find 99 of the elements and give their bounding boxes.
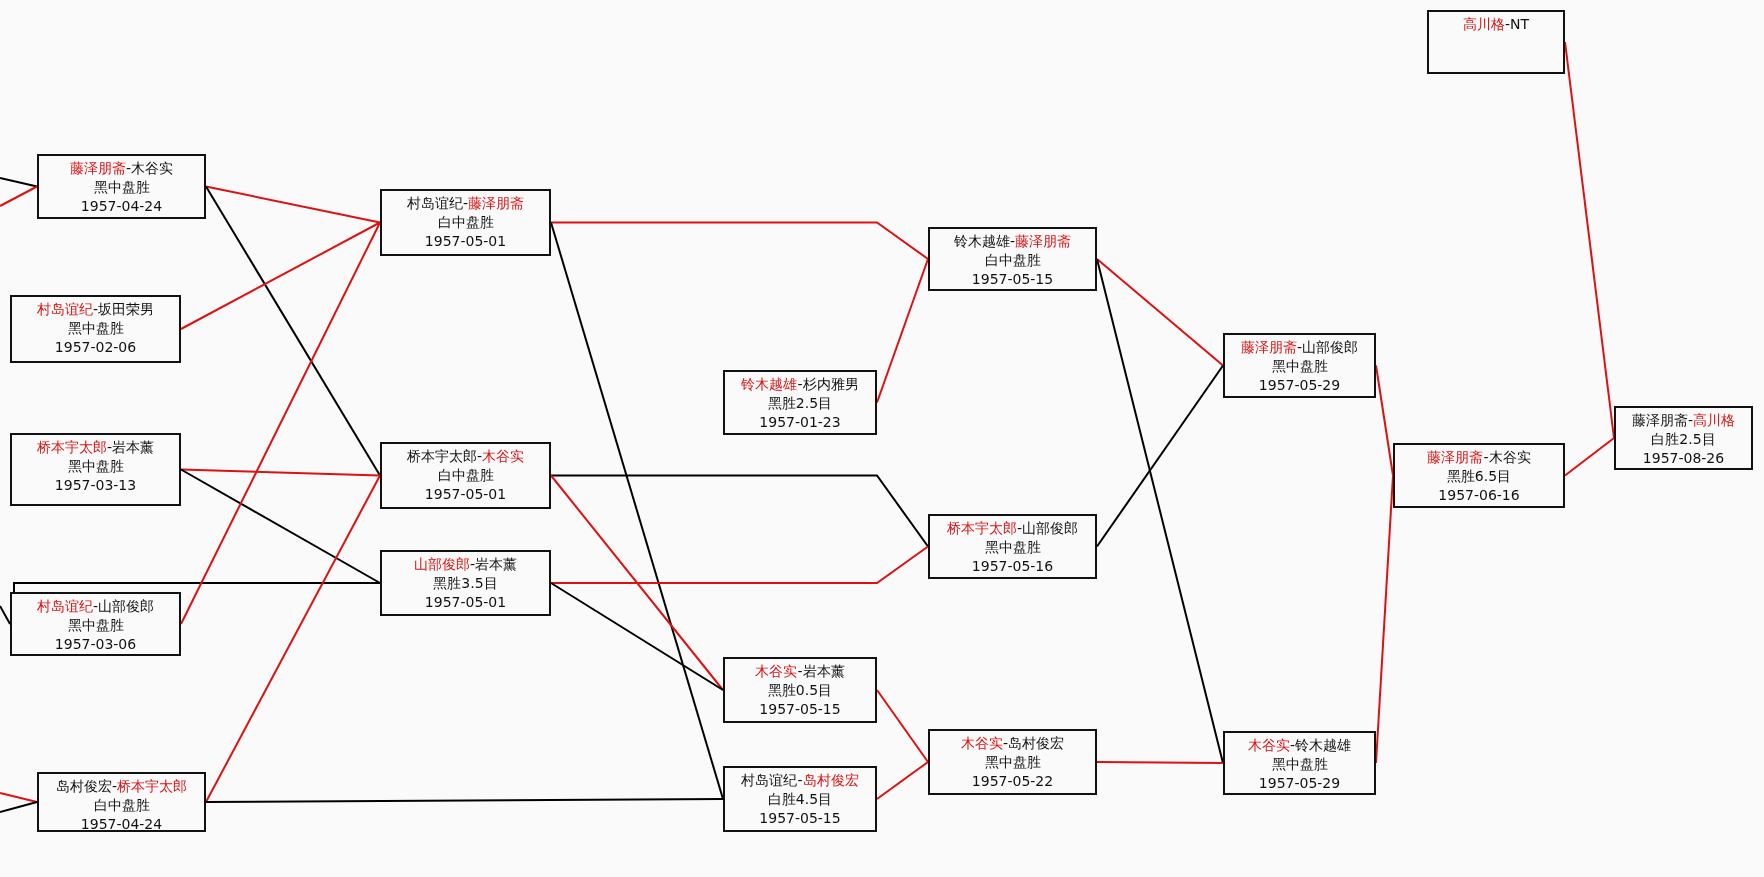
connector-line (205, 185, 381, 224)
connector-line (0, 792, 38, 803)
match-box (10, 592, 181, 656)
player-names: 木谷实-岩本薰 (755, 662, 845, 681)
player-names: 村岛谊纪-岛村俊宏 (741, 771, 859, 790)
date-text: 1957-04-24 (80, 197, 163, 216)
result-text: 黑中盘胜 (984, 753, 1041, 772)
result-text: 黑中盘胜 (67, 457, 124, 476)
player-names: 藤泽朋斋-高川格 (1631, 411, 1736, 430)
result-text: 白胜4.5目 (767, 790, 833, 809)
result-text: 黑中盘胜 (67, 616, 124, 635)
result-text: 白中盘胜 (437, 213, 494, 232)
player-names: 高川格-NT (1462, 15, 1530, 34)
date-text: 1957-05-01 (424, 232, 507, 251)
connector-line (1096, 761, 1224, 764)
date-text: 1957-05-01 (424, 485, 507, 504)
date-text: 1957-05-15 (759, 700, 841, 719)
player-names: 村岛谊纪-山部俊郎 (36, 597, 155, 616)
result-text: 黑中盘胜 (1271, 357, 1328, 376)
date-text: 1957-05-22 (971, 772, 1054, 791)
connector-line (0, 185, 38, 207)
result-text: 黑胜2.5目 (767, 394, 833, 413)
connector-line (550, 474, 929, 548)
connector-line (205, 185, 381, 477)
player-names: 铃木越雄-杉内雅男 (741, 375, 859, 394)
connector-line (550, 221, 929, 260)
result-text: 黑中盘胜 (984, 538, 1041, 557)
date-text: 1957-01-23 (759, 413, 841, 432)
match-box (928, 514, 1097, 579)
connector-line (0, 177, 38, 188)
match-box (928, 729, 1097, 795)
player-names: 藤泽朋斋-木谷实 (69, 159, 174, 178)
result-text: 白胜2.5目 (1651, 430, 1716, 449)
result-text: 白中盘胜 (984, 251, 1041, 270)
date-text: 1957-02-06 (54, 338, 137, 357)
connector-line (13, 582, 381, 593)
date-text: 1957-03-13 (54, 476, 137, 495)
match-box (723, 766, 877, 832)
match-box (1614, 406, 1753, 470)
player-names: 村岛谊纪-藤泽朋斋 (406, 194, 525, 213)
player-names: 桥本宇太郎-岩本薰 (36, 438, 155, 457)
result-text: 黑中盘胜 (1271, 755, 1328, 774)
result-text: 黑胜6.5目 (1446, 467, 1512, 486)
date-text: 1957-04-24 (80, 815, 163, 834)
connector-line (550, 582, 724, 691)
match-box (380, 550, 551, 616)
match-box (1223, 333, 1376, 398)
match-box (37, 154, 206, 219)
date-text: 1957-03-06 (54, 635, 137, 654)
player-names: 木谷实-铃木越雄 (1247, 736, 1352, 755)
result-text: 黑中盘胜 (67, 319, 124, 338)
match-box (723, 370, 877, 435)
result-text: 白中盘胜 (93, 796, 150, 815)
match-box (37, 772, 206, 832)
match-box (380, 442, 551, 509)
result-text: 黑胜0.5目 (767, 681, 833, 700)
player-names: 铃木越雄-藤泽朋斋 (953, 232, 1072, 251)
connector-line (180, 468, 381, 584)
connector-line (0, 605, 11, 625)
connector-line (0, 801, 38, 813)
match-box (10, 433, 181, 506)
match-box (10, 295, 181, 363)
date-text: 1957-05-15 (971, 270, 1054, 289)
player-names: 木谷实-岛村俊宏 (960, 734, 1065, 753)
player-names: 山部俊郎-岩本薰 (413, 555, 518, 574)
date-text: 1957-05-29 (1258, 376, 1341, 395)
result-text: 黑胜3.5目 (433, 574, 498, 593)
date-text: 1957-05-01 (424, 593, 507, 612)
connector-line (876, 761, 929, 800)
player-names: 岛村俊宏-桥本宇太郎 (55, 777, 188, 796)
connector-line (180, 468, 381, 477)
connector-line (550, 474, 724, 691)
match-box (723, 657, 877, 723)
connector-line (205, 798, 724, 803)
connector-line (876, 689, 929, 763)
player-names: 藤泽朋斋-山部俊郎 (1240, 338, 1359, 357)
match-box (928, 227, 1097, 291)
date-text: 1957-06-16 (1438, 486, 1520, 505)
connector-line (1096, 364, 1224, 548)
match-box (1427, 10, 1565, 74)
date-text: 1957-05-29 (1258, 774, 1341, 793)
connector-line (205, 474, 381, 803)
connector-line (180, 221, 381, 330)
date-text: 1957-05-15 (759, 809, 841, 828)
connector-line (1096, 258, 1224, 367)
result-text: 白中盘胜 (437, 466, 494, 485)
date-text: 1957-05-16 (971, 557, 1054, 576)
match-box (1393, 443, 1565, 508)
date-text: 1957-08-26 (1642, 449, 1725, 468)
player-names: 桥本宇太郎-木谷实 (406, 447, 525, 466)
match-box (1223, 731, 1376, 795)
player-names: 藤泽朋斋-木谷实 (1427, 448, 1531, 467)
player-names: 村岛谊纪-坂田荣男 (36, 300, 155, 319)
connector-line (550, 545, 929, 584)
connector-line (180, 221, 381, 625)
match-box (380, 189, 551, 256)
player-names: 桥本宇太郎-山部俊郎 (946, 519, 1079, 538)
result-text: 黑中盘胜 (93, 178, 150, 197)
connector-line (1564, 437, 1615, 477)
